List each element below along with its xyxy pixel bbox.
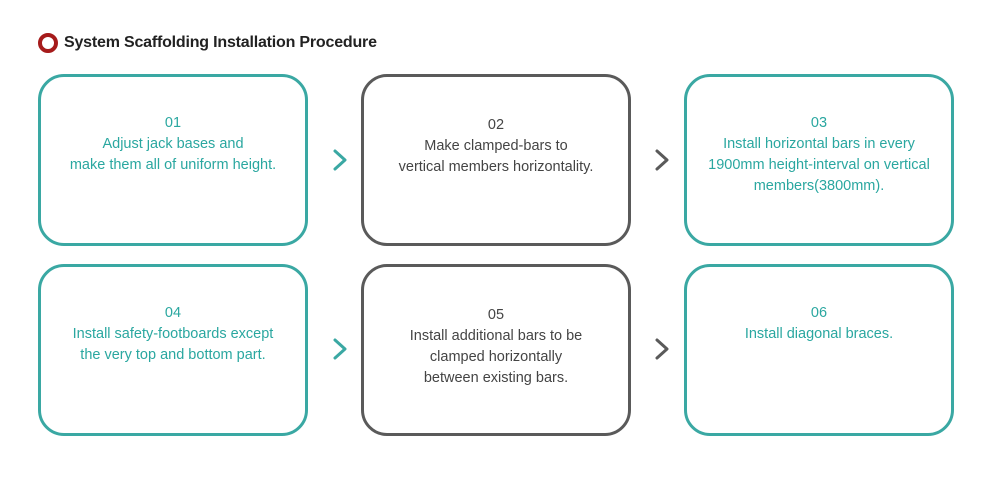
step-number: 03	[810, 115, 828, 131]
step-number: 02	[487, 117, 505, 133]
step-description: Install horizontal bars in every 1900mm …	[708, 136, 930, 194]
step-description: Install safety-footboards except the ver…	[72, 326, 274, 363]
chevron-right-icon	[653, 148, 671, 172]
step-card-05: 05 Install additional bars to be clamped…	[361, 264, 631, 436]
step-description: Make clamped-bars to vertical members ho…	[398, 138, 594, 175]
step-number: 06	[810, 305, 828, 321]
chevron-right-icon	[331, 148, 349, 172]
step-description: Install additional bars to be clamped ho…	[409, 328, 583, 386]
step-number: 04	[164, 305, 182, 321]
step-description: Adjust jack bases and make them all of u…	[69, 136, 277, 173]
chevron-right-icon	[653, 337, 671, 361]
circle-bullet-icon	[38, 33, 58, 53]
step-number: 01	[164, 115, 182, 131]
step-card-06: 06 Install diagonal braces.	[684, 264, 954, 436]
section-heading: System Scaffolding Installation Procedur…	[38, 33, 377, 53]
step-card-04: 04 Install safety-footboards except the …	[38, 264, 308, 436]
step-number: 05	[487, 307, 505, 323]
step-card-01: 01 Adjust jack bases and make them all o…	[38, 74, 308, 246]
step-card-03: 03 Install horizontal bars in every 1900…	[684, 74, 954, 246]
page-title: System Scaffolding Installation Procedur…	[64, 34, 377, 51]
step-card-02: 02 Make clamped-bars to vertical members…	[361, 74, 631, 246]
step-description: Install diagonal braces.	[744, 326, 894, 342]
chevron-right-icon	[331, 337, 349, 361]
